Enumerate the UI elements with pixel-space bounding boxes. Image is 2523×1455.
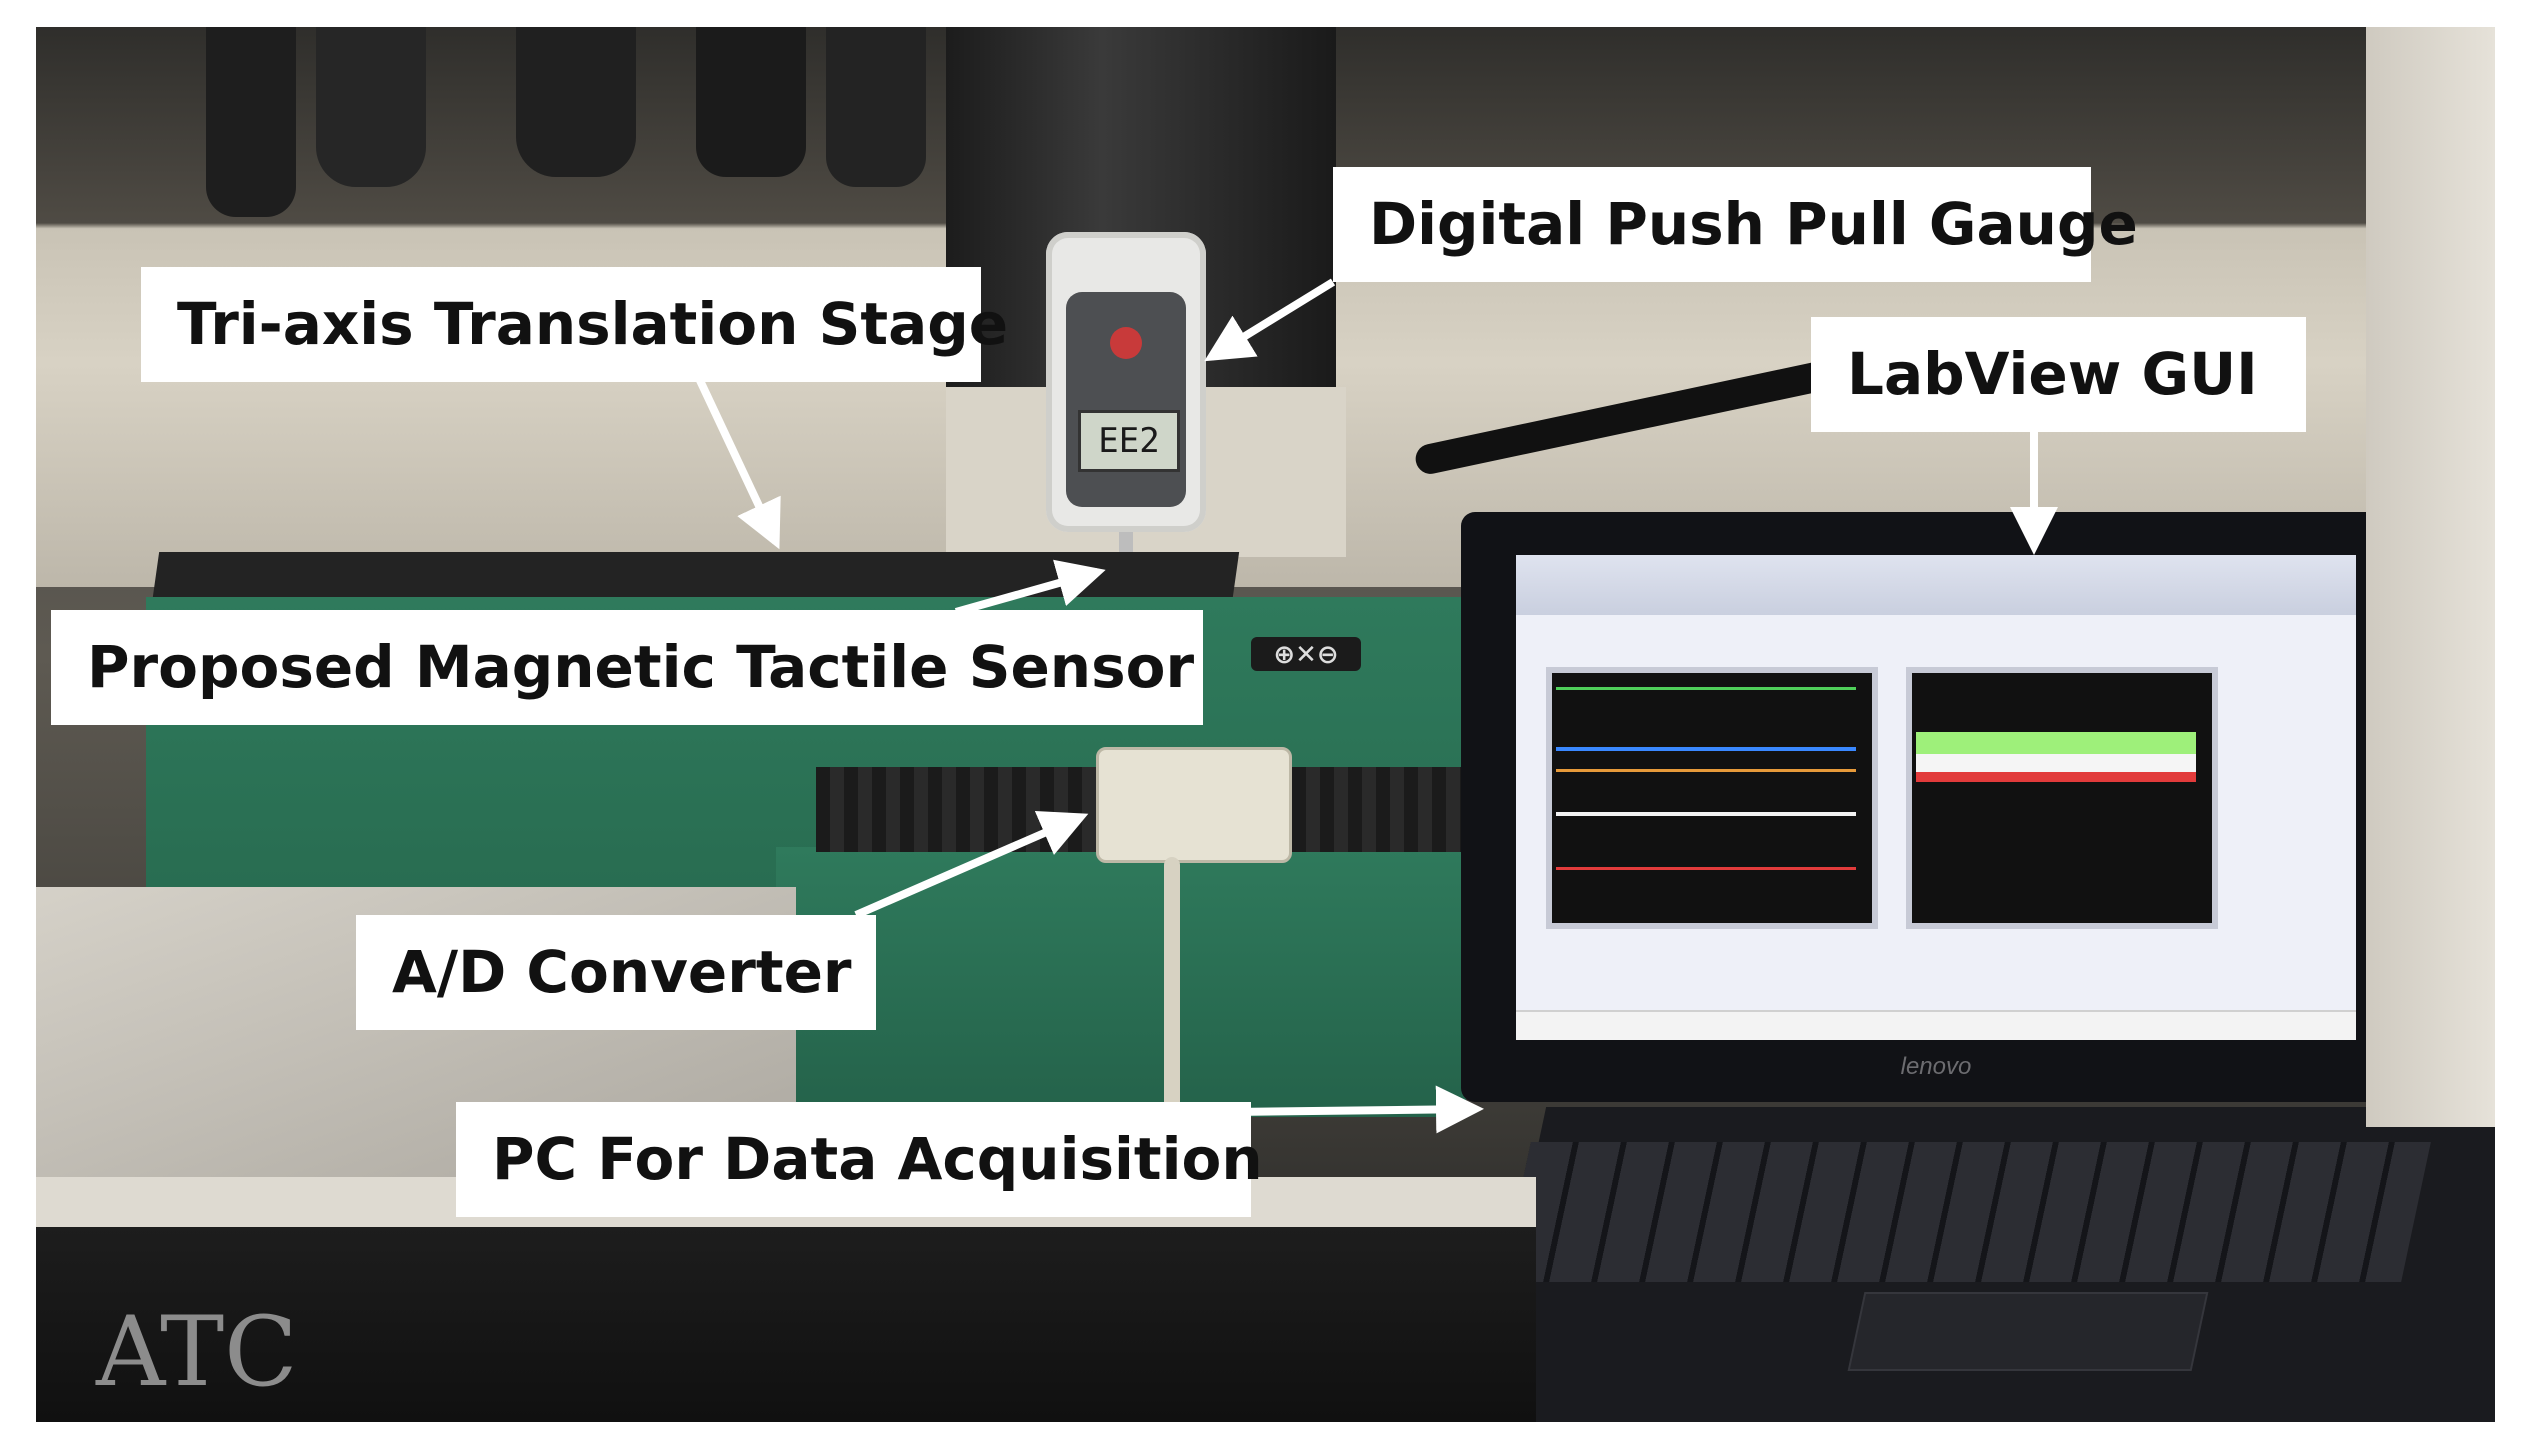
laptop-brand-label: lenovo xyxy=(1900,1053,1972,1080)
chart-band-green xyxy=(1916,732,2196,754)
annotation-arrows xyxy=(692,278,2058,1134)
label-pc-for-data-acquisition: PC For Data Acquisition xyxy=(456,1102,1263,1217)
labview-toolbar xyxy=(1516,555,2356,615)
chart-line-green xyxy=(1556,687,1856,690)
windows-taskbar xyxy=(1516,1010,2356,1040)
labview-waveform-chart-left xyxy=(1546,667,1878,929)
machine-base-dark xyxy=(36,1227,1536,1422)
ad-converter-box xyxy=(1096,747,1292,863)
tool-holder-5 xyxy=(826,27,926,187)
label-digital-push-pull-gauge: Digital Push Pull Gauge xyxy=(1333,167,2138,282)
label-tri-axis-translation-stage: Tri-axis Translation Stage xyxy=(141,267,1008,382)
gauge-power-button xyxy=(1110,327,1142,359)
machine-brand-mark: ATC xyxy=(96,1296,298,1408)
labview-waveform-chart-right xyxy=(1906,667,2218,929)
lab-setup-photo: EE2 ⊕✕⊖ lenovo ATC xyxy=(36,27,2495,1422)
arrow-tactile-sensor xyxy=(954,559,1106,616)
gauge-display: EE2 xyxy=(1078,410,1180,472)
arrow-ad-converter xyxy=(854,810,1089,919)
tool-holder-4 xyxy=(696,27,806,177)
arrow-translation-stage xyxy=(692,370,781,550)
stage-axis-badge: ⊕✕⊖ xyxy=(1251,637,1361,671)
tool-holder-1 xyxy=(206,27,296,217)
arrow-pc-data-acquisition xyxy=(1230,1085,1484,1134)
machine-right-frame xyxy=(2366,27,2495,1127)
label-proposed-magnetic-tactile-sensor: Proposed Magnetic Tactile Sensor xyxy=(51,610,1203,725)
chart-line-orange xyxy=(1556,769,1856,772)
translation-stage-lower-block xyxy=(776,847,1466,1117)
chart-line-white xyxy=(1556,812,1856,816)
chart-band-white xyxy=(1916,754,2196,772)
arrow-push-pull-gauge xyxy=(1204,278,1336,362)
chart-line-red xyxy=(1556,867,1856,870)
chart-band-red xyxy=(1916,772,2196,782)
tool-holder-3 xyxy=(516,27,636,177)
label-labview-gui: LabView GUI xyxy=(1811,317,2306,432)
tool-holder-2 xyxy=(316,27,426,187)
label-ad-converter: A/D Converter xyxy=(356,915,876,1030)
chart-line-blue xyxy=(1556,747,1856,751)
